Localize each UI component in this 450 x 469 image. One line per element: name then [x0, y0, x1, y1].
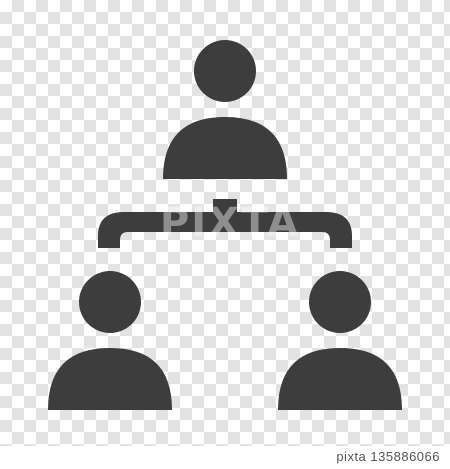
footer-id-number: 135886066	[370, 449, 440, 464]
left-person-head	[79, 271, 141, 333]
top-person-body	[163, 117, 287, 179]
stock-id: pixta 135886066	[336, 449, 440, 464]
connector-stem	[213, 199, 237, 217]
right-person-head	[309, 271, 371, 333]
footer-bar: pixta 135886066	[0, 446, 450, 469]
left-person-body	[48, 348, 172, 410]
top-person-head	[194, 40, 256, 102]
footer-brand: pixta	[336, 449, 367, 464]
right-person-body	[278, 348, 402, 410]
connector-bracket	[98, 212, 352, 248]
